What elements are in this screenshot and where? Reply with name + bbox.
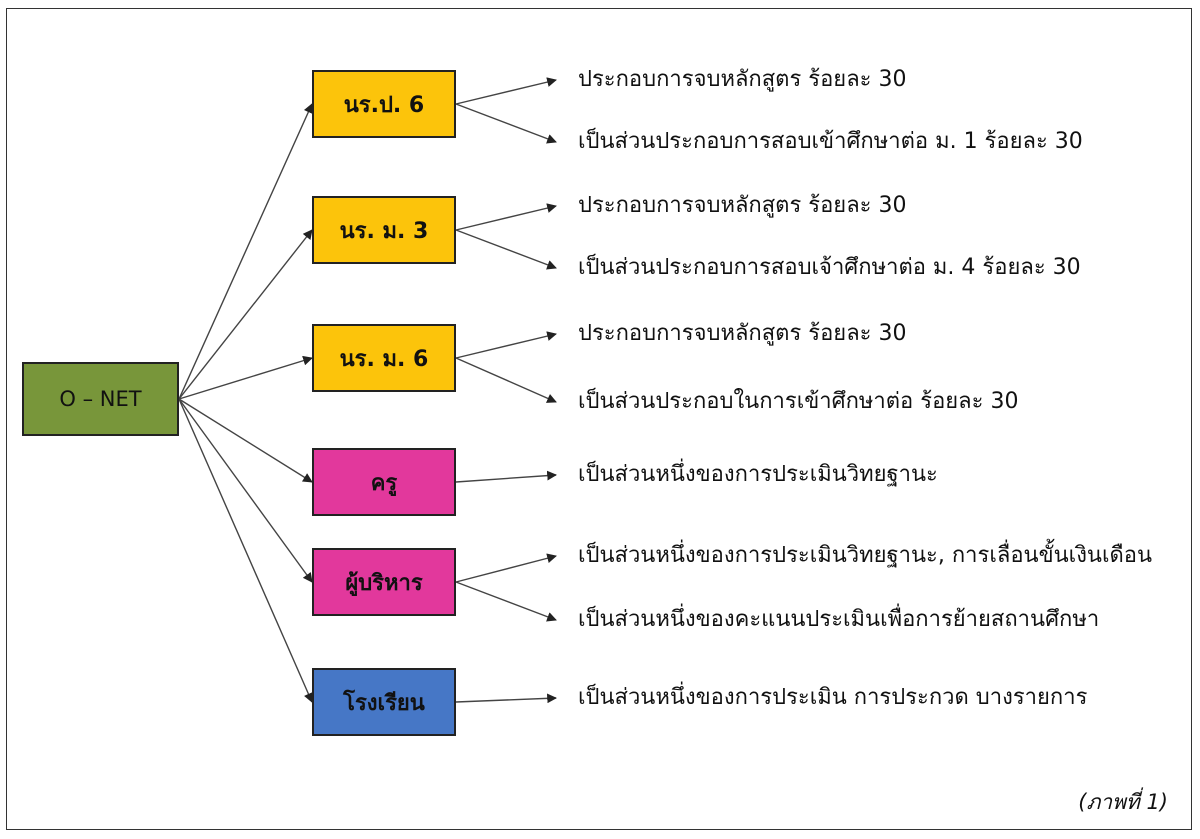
- output-text: เป็นส่วนประกอบการสอบเจ้าศึกษาต่อ ม. 4 ร้…: [578, 255, 1081, 280]
- connector-child-to-output: [455, 103, 557, 144]
- child-node-mattayom3: นร. ม. 3: [312, 196, 456, 264]
- connector-root-to-child: [178, 398, 313, 483]
- connector-child-to-output: [455, 229, 557, 270]
- connector-child-to-output: [455, 357, 557, 403]
- figure-caption: (ภาพที่ 1): [1078, 790, 1168, 814]
- output-text: ประกอบการจบหลักสูตร ร้อยละ 30: [578, 321, 907, 346]
- connector-root-to-child: [178, 398, 313, 703]
- child-node-school: โรงเรียน: [312, 668, 456, 736]
- output-text: ประกอบการจบหลักสูตร ร้อยละ 30: [578, 67, 907, 92]
- output-text: เป็นส่วนหนึ่งของการประเมิน การประกวด บาง…: [578, 685, 1088, 710]
- child-node-administrator: ผู้บริหาร: [312, 548, 456, 616]
- root-node-onet: O – NET: [22, 362, 179, 436]
- connector-child-to-output: [455, 581, 557, 622]
- output-text: ประกอบการจบหลักสูตร ร้อยละ 30: [578, 193, 907, 218]
- connector-child-to-output: [455, 470, 557, 483]
- connector-root-to-child: [178, 398, 313, 583]
- child-node-prathom6: นร.ป. 6: [312, 70, 456, 138]
- connector-child-to-output: [455, 77, 557, 105]
- connector-root-to-child: [178, 229, 313, 400]
- output-text: เป็นส่วนประกอบในการเข้าศึกษาต่อ ร้อยละ 3…: [578, 389, 1019, 414]
- connector-child-to-output: [455, 553, 557, 583]
- diagram-frame: [6, 8, 1192, 830]
- connector-root-to-child: [178, 103, 313, 400]
- output-text: เป็นส่วนหนึ่งของการประเมินวิทยฐานะ, การเ…: [578, 543, 1153, 568]
- connector-root-to-child: [178, 355, 313, 400]
- connector-child-to-output: [455, 693, 557, 704]
- output-text: เป็นส่วนประกอบการสอบเข้าศึกษาต่อ ม. 1 ร้…: [578, 129, 1083, 154]
- output-text: เป็นส่วนหนึ่งของการประเมินวิทยฐานะ: [578, 462, 938, 487]
- child-node-mattayom6: นร. ม. 6: [312, 324, 456, 392]
- connector-child-to-output: [455, 203, 557, 231]
- connector-child-to-output: [455, 331, 557, 359]
- output-text: เป็นส่วนหนึ่งของคะแนนประเมินเพื่อการย้าย…: [578, 607, 1100, 632]
- child-node-teacher: ครู: [312, 448, 456, 516]
